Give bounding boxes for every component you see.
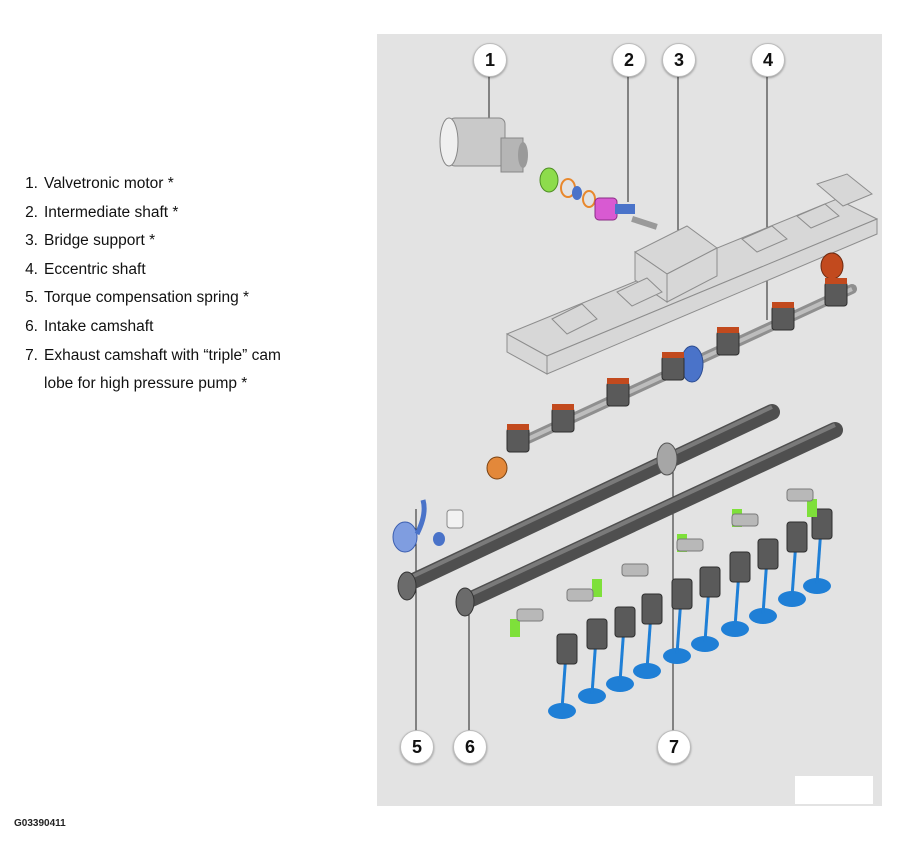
legend-number: 6. xyxy=(25,317,38,335)
legend-item-1: 1. Valvetronic motor * xyxy=(14,170,354,199)
bearing-blocks xyxy=(506,281,848,453)
blank-label-box xyxy=(795,776,873,804)
valve-train xyxy=(510,488,833,719)
valvetronic-motor xyxy=(439,117,528,173)
legend-item-2: 2. Intermediate shaft * xyxy=(14,199,354,228)
legend-text: Exhaust camshaft with “triple” cam xyxy=(44,346,281,364)
intake-camshaft xyxy=(455,422,843,617)
parts-legend: 1. Valvetronic motor * 2. Intermediate sha… xyxy=(14,170,354,399)
legend-number: 3. xyxy=(25,232,38,250)
coupling-parts xyxy=(539,167,596,208)
legend-number: 5. xyxy=(25,289,38,307)
legend-text: Intake camshaft xyxy=(44,317,154,335)
legend-text: Torque compensation spring * xyxy=(44,289,250,307)
legend-text: Valvetronic motor * xyxy=(44,175,174,192)
legend-item-3: 3. Bridge support * xyxy=(14,227,354,256)
callout-6: 6 xyxy=(453,730,487,764)
legend-item-7: 7. Exhaust camshaft with “triple” cam lobe… xyxy=(14,342,354,399)
legend-item-5: 5. Torque compensation spring * xyxy=(14,284,354,313)
legend-item-4: 4. Eccentric shaft xyxy=(14,256,354,285)
legend-number: 2. xyxy=(25,203,38,221)
callout-2: 2 xyxy=(612,43,646,77)
legend-text: Intermediate shaft * xyxy=(44,203,179,221)
callout-5: 5 xyxy=(400,730,434,764)
exploded-view-illustration xyxy=(392,74,879,731)
callout-7: 7 xyxy=(657,730,691,764)
callout-3: 3 xyxy=(662,43,696,77)
exhaust-camshaft xyxy=(397,404,780,601)
legend-text-continuation: lobe for high pressure pump * xyxy=(44,375,248,393)
torque-compensation-spring xyxy=(392,499,464,553)
legend-item-6: 6. Intake camshaft xyxy=(14,313,354,342)
callout-4: 4 xyxy=(751,43,785,77)
legend-number: 1. xyxy=(25,175,38,192)
legend-number: 4. xyxy=(25,260,38,278)
legend-text: Eccentric shaft xyxy=(44,260,146,278)
bridge-support xyxy=(505,173,879,375)
callout-1: 1 xyxy=(473,43,507,77)
bearing-caps xyxy=(507,278,847,430)
legend-text: Bridge support * xyxy=(44,232,156,250)
exploded-view-panel: 1 2 3 4 5 6 7 xyxy=(377,34,882,806)
figure-code: G03390411 xyxy=(14,818,66,829)
intermediate-shaft xyxy=(594,197,658,230)
legend-number: 7. xyxy=(25,346,38,364)
